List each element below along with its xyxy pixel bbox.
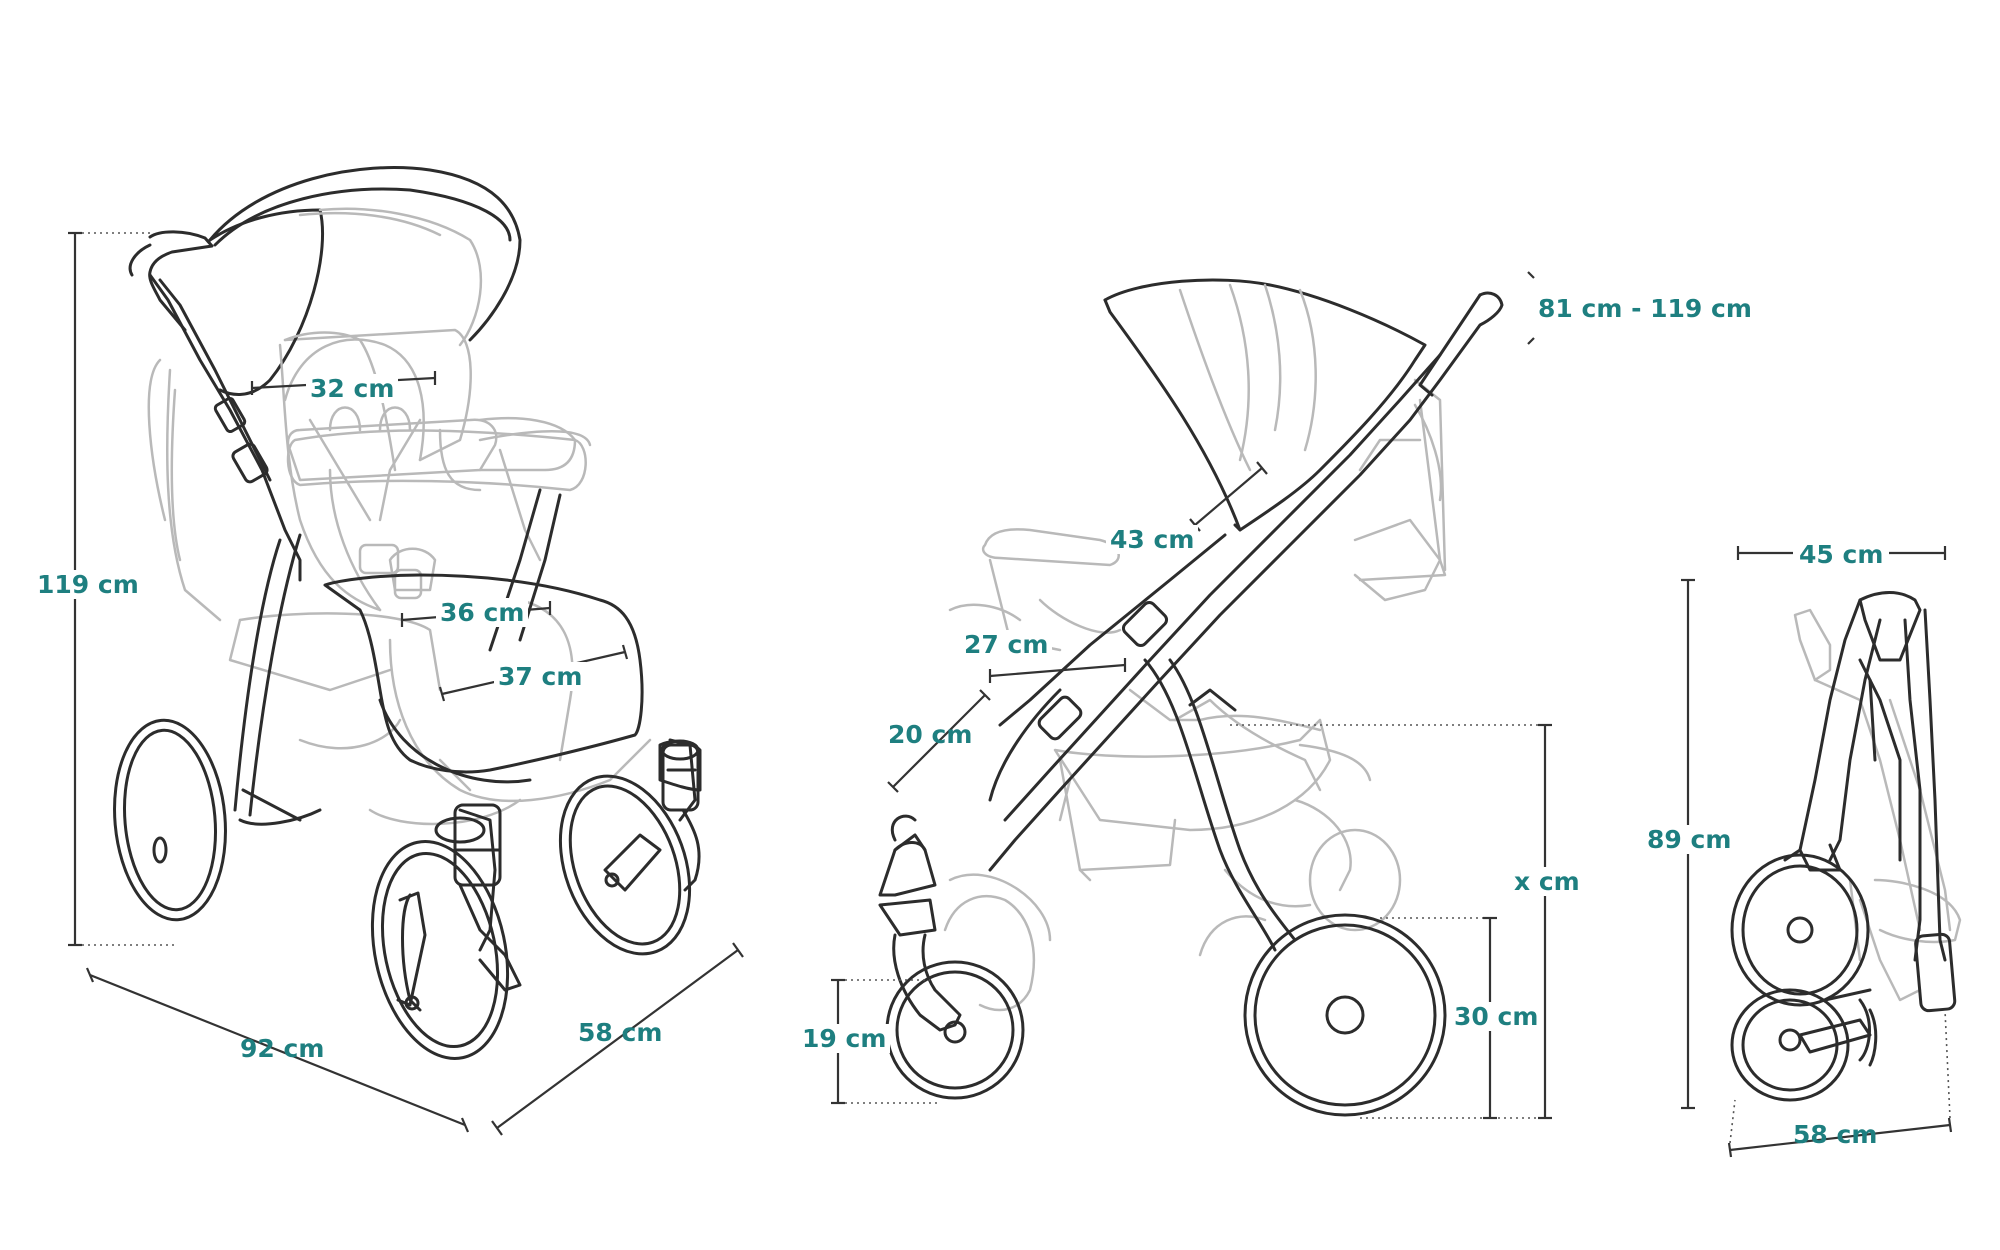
seat-width-label: 36 cm [436,598,529,627]
folded-width-label: 58 cm [1793,1120,1878,1149]
handle-range-label: 81 cm - 119 cm [1538,294,1752,323]
side-view-stroller [878,278,1504,1117]
rear-wheel-label: 30 cm [1450,1002,1543,1031]
front-view-stroller [113,166,702,1060]
folded-height-label: 89 cm [1643,825,1736,854]
folded-depth-label: 45 cm [1793,540,1890,569]
backrest-width-label: 32 cm [306,374,399,403]
front-height-label: 119 cm [33,570,143,599]
backrest-length-label: 43 cm [1106,525,1199,554]
folded-stroller [1730,591,1962,1102]
front-width-label: 58 cm [578,1018,663,1047]
front-wheel-label: 19 cm [798,1024,891,1053]
seat-height-label: x cm [1510,867,1584,896]
front-length-label: 92 cm [240,1034,325,1063]
footrest-width-label: 37 cm [494,662,587,691]
seat-depth-label: 27 cm [960,630,1053,659]
footrest-length-label: 20 cm [888,720,973,749]
dimension-lines [68,231,1953,1158]
